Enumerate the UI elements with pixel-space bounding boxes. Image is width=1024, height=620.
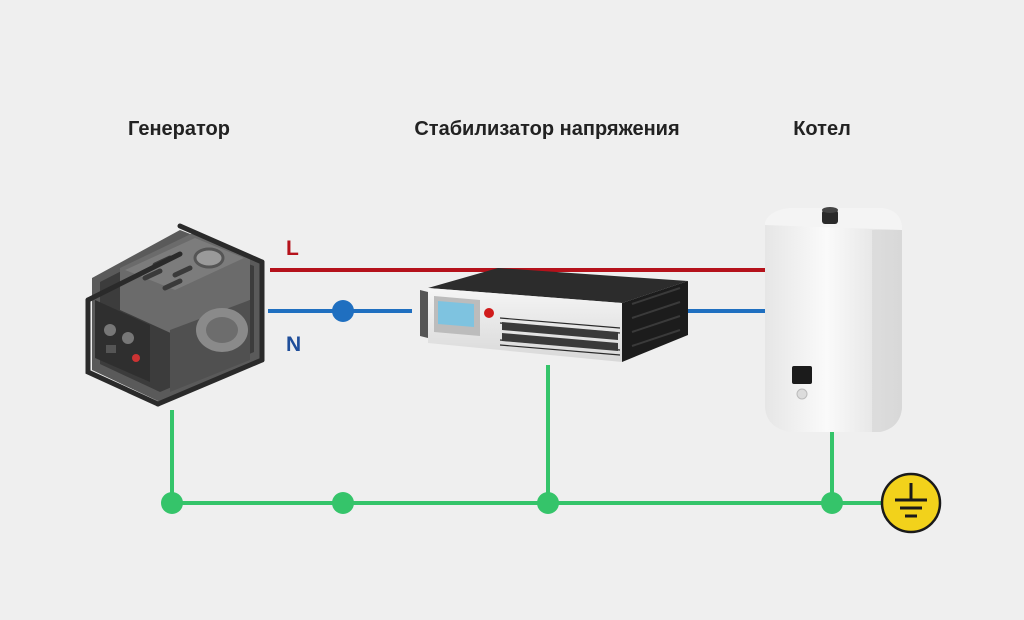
boiler-icon <box>765 207 902 432</box>
generator-label: Генератор <box>128 118 230 140</box>
ground-wires <box>170 365 885 505</box>
ground-junction-dot <box>537 492 559 514</box>
vent-slots <box>502 322 618 351</box>
neutral-junction-dot <box>332 300 354 322</box>
ground-junction-dot <box>332 492 354 514</box>
stabilizer-label: Стабилизатор напряжения <box>414 118 679 140</box>
neutral-wire-label: N <box>286 333 301 356</box>
voltage-stabilizer-icon <box>420 268 688 362</box>
line-wire-label: L <box>286 237 299 260</box>
ground-symbol-icon <box>880 472 942 534</box>
junction-dots <box>161 300 843 514</box>
ground-junction-dot <box>821 492 843 514</box>
boiler-label: Котел <box>793 118 851 140</box>
ground-junction-dot <box>161 492 183 514</box>
generator-icon <box>85 223 265 407</box>
